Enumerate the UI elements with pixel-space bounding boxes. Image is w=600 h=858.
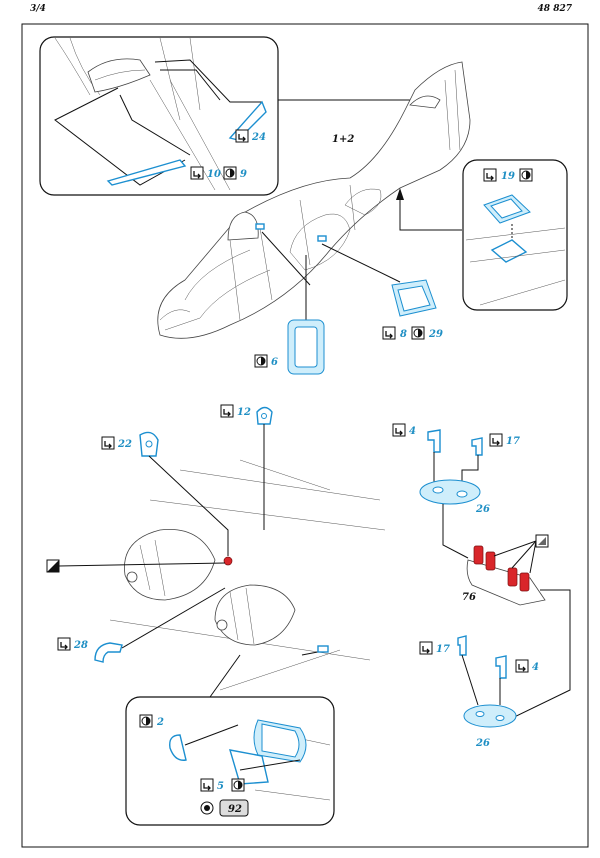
label-29: 29 — [428, 329, 443, 340]
bend-icon — [220, 404, 234, 418]
label-10: 10 — [207, 169, 221, 180]
label-6: 6 — [271, 357, 278, 368]
bend-icon — [190, 166, 204, 180]
inset-top-left: 24 10 9 — [39, 36, 279, 196]
label-4-top: 4 — [409, 426, 416, 437]
bend-icon — [101, 436, 115, 450]
label-17-top: 17 — [506, 436, 520, 447]
label-76: 76 — [462, 592, 476, 603]
etch-side-icon — [231, 778, 245, 792]
bend-icon — [235, 129, 249, 143]
bend-icon — [382, 326, 396, 340]
bend-icon — [57, 637, 71, 651]
label-24: 24 — [251, 132, 266, 143]
bend-icon — [515, 659, 529, 673]
label-28: 28 — [73, 640, 88, 651]
label-22: 22 — [117, 439, 132, 450]
bend-icon — [483, 168, 497, 182]
bend-icon — [489, 433, 503, 447]
etch-side-icon — [223, 166, 237, 180]
bend-icon — [419, 641, 433, 655]
label-12: 12 — [237, 407, 251, 418]
bend-icon — [200, 778, 214, 792]
wing-engines — [109, 459, 386, 691]
label-5: 5 — [217, 781, 224, 792]
inset-bottom: 2 5 92 — [125, 654, 335, 826]
kit-number: 48 827 — [537, 4, 572, 14]
etch-side-icon — [519, 168, 533, 182]
etch-side-icon — [411, 326, 425, 340]
label-9: 9 — [240, 169, 247, 180]
label-fuselage: 1+2 — [332, 134, 354, 145]
etch-side-icon — [254, 354, 268, 368]
label-92: 92 — [228, 804, 242, 815]
page-frame — [21, 23, 589, 848]
label-4-bottom: 4 — [532, 662, 539, 673]
paint-black-icon — [47, 560, 59, 572]
exhaust-parts: 4 17 26 76 17 4 26 — [392, 423, 571, 749]
label-19: 19 — [501, 171, 515, 182]
label-8: 8 — [400, 329, 407, 340]
bend-icon — [392, 423, 406, 437]
label-17-bottom: 17 — [436, 644, 450, 655]
inset-right: 19 — [462, 159, 568, 311]
page-number: 3/4 — [30, 4, 46, 14]
label-2: 2 — [156, 717, 164, 728]
label-26-top: 26 — [475, 504, 490, 515]
label-26-bottom: 26 — [475, 738, 490, 749]
fuselage-drawing: 1+2 — [157, 61, 471, 339]
paint-grey-icon — [538, 537, 546, 545]
etch-side-icon — [139, 714, 153, 728]
